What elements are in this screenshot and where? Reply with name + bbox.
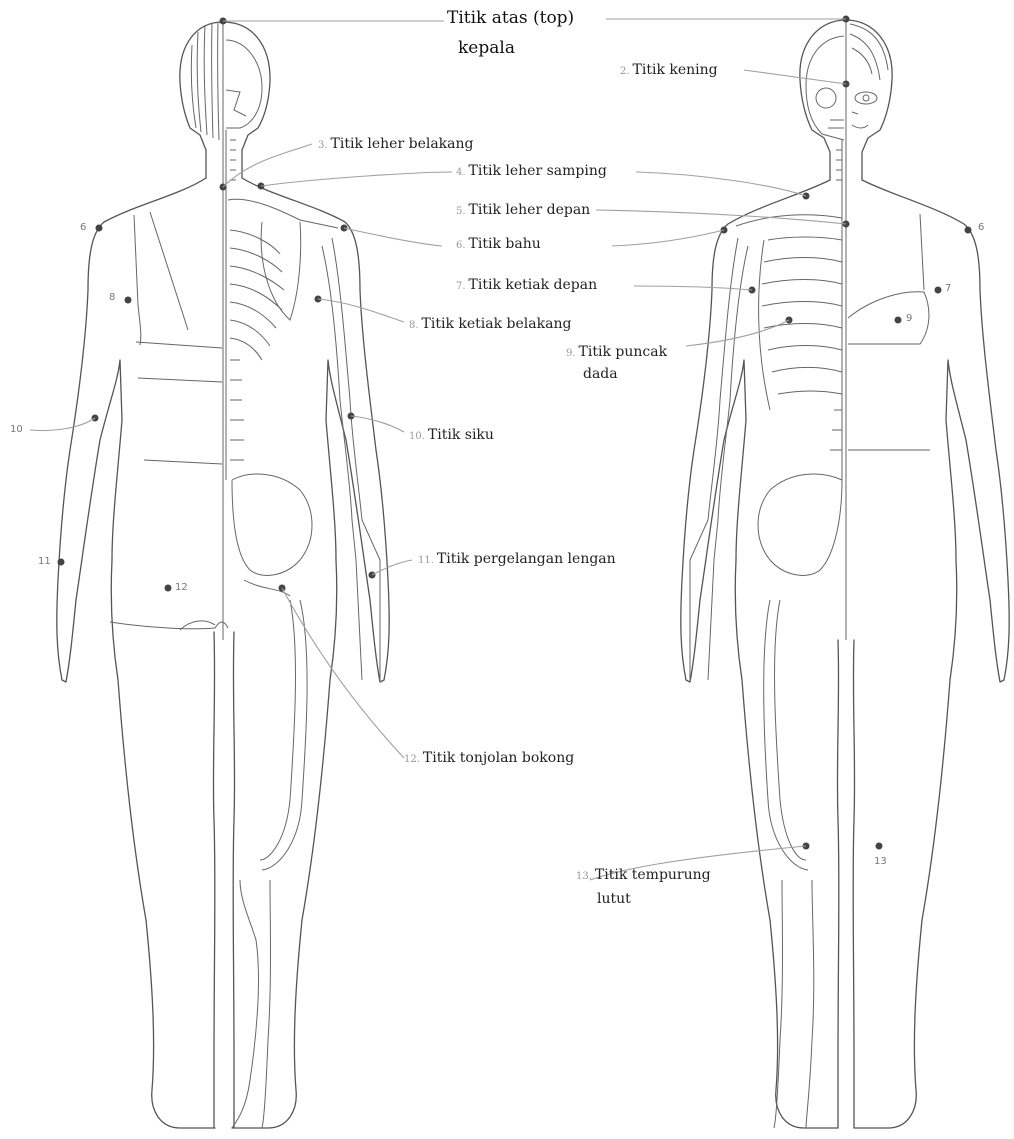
label-top-head-line1: Titik atas (top): [447, 8, 574, 29]
marker-front-13: 13: [874, 856, 887, 867]
dot-front-7-right: [935, 287, 942, 294]
label-11-num: 11.: [418, 555, 434, 566]
label-5-num: 5.: [456, 206, 466, 217]
marker-back-8: 8: [109, 292, 115, 303]
label-13-text: Titik tempurung: [595, 867, 711, 883]
label-top-head-line2: kepala: [458, 38, 515, 59]
marker-back-10: 10: [10, 424, 23, 435]
label-13-line2: lutut: [597, 891, 631, 908]
label-5: 5.Titik leher depan: [456, 202, 590, 220]
marker-back-11: 11: [38, 556, 51, 567]
label-4-text: Titik leher samping: [469, 163, 607, 179]
dot-back-12-left: [165, 585, 172, 592]
label-9-line2: dada: [583, 366, 618, 383]
label-9-num: 9.: [566, 348, 576, 359]
front-view-figure: [681, 16, 1009, 1129]
label-7: 7.Titik ketiak depan: [456, 277, 597, 295]
back-bra: [134, 212, 222, 382]
label-2: 2.Titik kening: [620, 62, 718, 80]
back-inner-legs: [213, 632, 234, 1128]
marker-front-9: 9: [906, 313, 912, 324]
label-9-text: Titik puncak: [579, 344, 668, 360]
dot-front-6-right: [965, 227, 972, 234]
label-10-text: Titik siku: [428, 427, 494, 443]
label-2-text: Titik kening: [633, 62, 718, 78]
label-6-text: Titik bahu: [469, 236, 541, 252]
label-10: 10.Titik siku: [409, 427, 494, 445]
label-10-num: 10.: [409, 431, 425, 442]
label-4-num: 4.: [456, 167, 466, 178]
label-4: 4.Titik leher samping: [456, 163, 607, 181]
dot-back-8-left: [125, 297, 132, 304]
label-8: 8.Titik ketiak belakang: [409, 316, 571, 334]
label-8-num: 8.: [409, 320, 419, 331]
dot-back-6-left: [96, 225, 103, 232]
front-silhouette-right: [854, 180, 1009, 1128]
marker-front-7: 7: [945, 283, 951, 294]
marker-back-12: 12: [175, 582, 188, 593]
label-6: 6.Titik bahu: [456, 236, 541, 254]
label-13: 13.Titik tempurung: [576, 867, 711, 885]
front-silhouette-left: [681, 180, 838, 1128]
dot-front-9-right: [895, 317, 902, 324]
dot-back-11-left: [58, 559, 65, 566]
marker-back-6: 6: [80, 222, 86, 233]
label-11-text: Titik pergelangan lengan: [437, 551, 616, 567]
back-silhouette-left: [57, 178, 215, 1128]
label-12-text: Titik tonjolan bokong: [423, 750, 574, 766]
front-face: [852, 92, 877, 128]
label-3-text: Titik leher belakang: [331, 136, 474, 152]
label-12-num: 12.: [404, 754, 420, 765]
label-13-num: 13.: [576, 871, 592, 882]
back-silhouette-right: [232, 178, 389, 1128]
back-head: [180, 22, 270, 178]
label-3: 3.Titik leher belakang: [318, 136, 474, 154]
label-7-text: Titik ketiak depan: [469, 277, 598, 293]
label-3-num: 3.: [318, 140, 328, 151]
front-hair: [850, 24, 888, 80]
front-skull: [806, 36, 844, 140]
label-12: 12.Titik tonjolan bokong: [404, 750, 574, 768]
label-2-num: 2.: [620, 66, 630, 77]
back-underwear: [110, 460, 228, 630]
label-8-text: Titik ketiak belakang: [422, 316, 572, 332]
dot-front-13-right: [876, 843, 883, 850]
back-view-figure: [57, 18, 389, 1129]
back-hair: [191, 22, 219, 140]
label-7-num: 7.: [456, 281, 466, 292]
front-inner-legs: [837, 640, 854, 1128]
front-skeleton: [690, 140, 842, 1128]
label-6-num: 6.: [456, 240, 466, 251]
marker-front-6: 6: [978, 222, 984, 233]
front-bra: [848, 214, 930, 450]
label-9: 9.Titik puncak: [566, 344, 667, 362]
label-5-text: Titik leher depan: [469, 202, 591, 218]
label-11: 11.Titik pergelangan lengan: [418, 551, 616, 569]
